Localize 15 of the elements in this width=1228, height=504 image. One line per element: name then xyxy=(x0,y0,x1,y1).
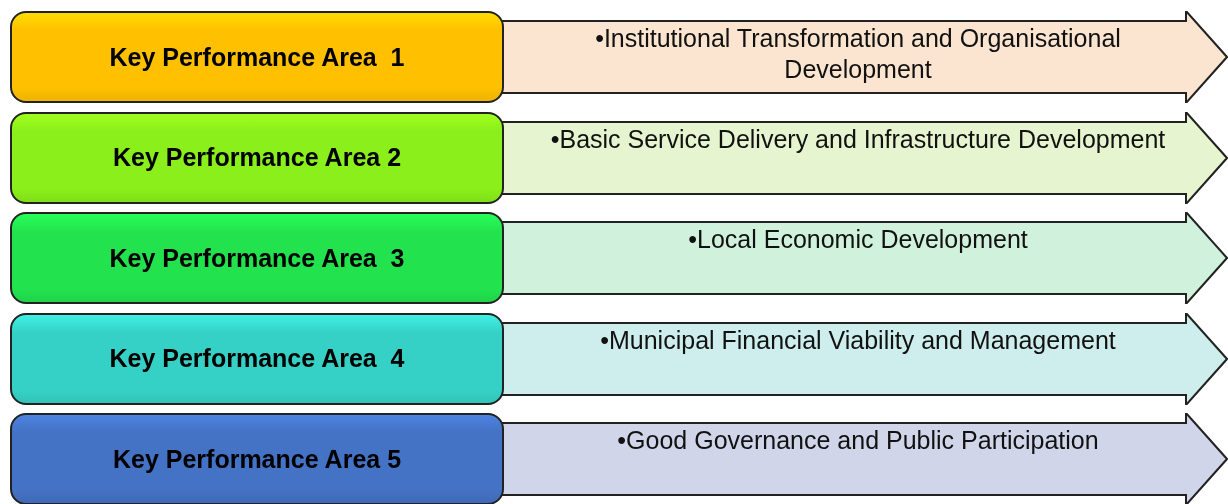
area-box xyxy=(10,312,504,405)
area-title: Key Performance Area 4 xyxy=(109,344,405,373)
area-description: •Local Economic Development xyxy=(687,224,1029,255)
area-description: •Municipal Financial Viability and Management xyxy=(599,324,1117,356)
area-title: Key Performance Area 2 xyxy=(112,143,402,172)
area-description: •Institutional Transformation and Organisational Development xyxy=(594,23,1122,85)
area-box xyxy=(10,11,504,103)
area-box xyxy=(10,413,504,504)
area-title: Key Performance Area 5 xyxy=(112,444,402,474)
area-title: Key Performance Area 3 xyxy=(109,243,405,273)
area-box xyxy=(10,111,504,204)
area-title: Key Performance Area 1 xyxy=(109,42,405,72)
area-description: •Good Governance and Public Participation xyxy=(616,425,1100,456)
area-description: •Basic Service Delivery and Infrastructure Development xyxy=(549,123,1167,155)
area-box xyxy=(10,212,504,304)
